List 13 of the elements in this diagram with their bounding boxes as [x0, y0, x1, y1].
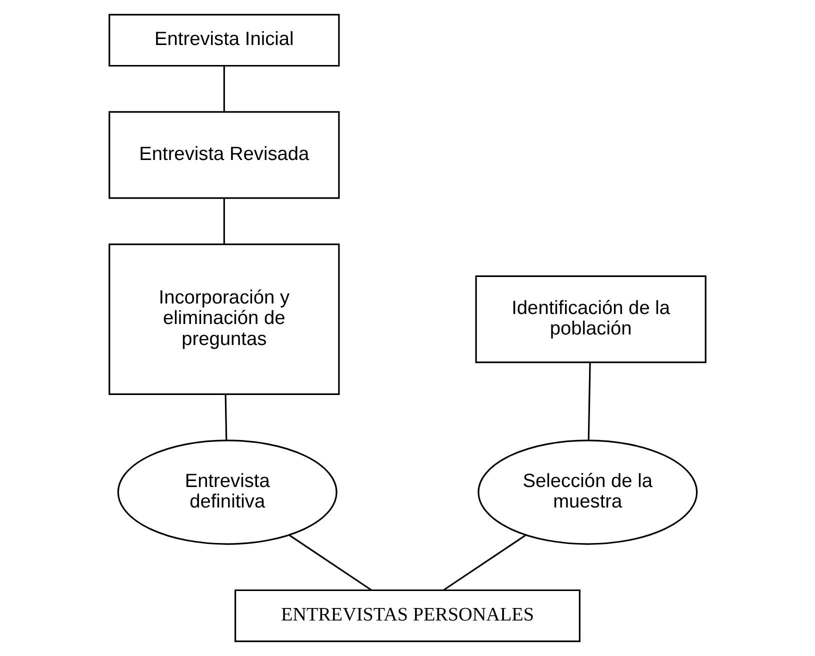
connector: [224, 394, 228, 440]
node-box: ENTREVISTAS PERSONALES: [234, 589, 580, 642]
connector: [288, 534, 372, 591]
node-box: Entrevista Inicial: [108, 14, 340, 67]
node-box: Incorporación y eliminación de preguntas: [108, 244, 340, 395]
node-box: Entrevista Revisada: [108, 111, 340, 199]
connector: [588, 362, 591, 440]
node-ellipse: Selección de la muestra: [478, 440, 698, 545]
connector: [223, 198, 225, 244]
node-ellipse: Entrevista definitiva: [117, 440, 338, 545]
node-box: Identificación de la población: [475, 275, 706, 364]
connector: [442, 534, 526, 591]
connector: [223, 66, 225, 112]
